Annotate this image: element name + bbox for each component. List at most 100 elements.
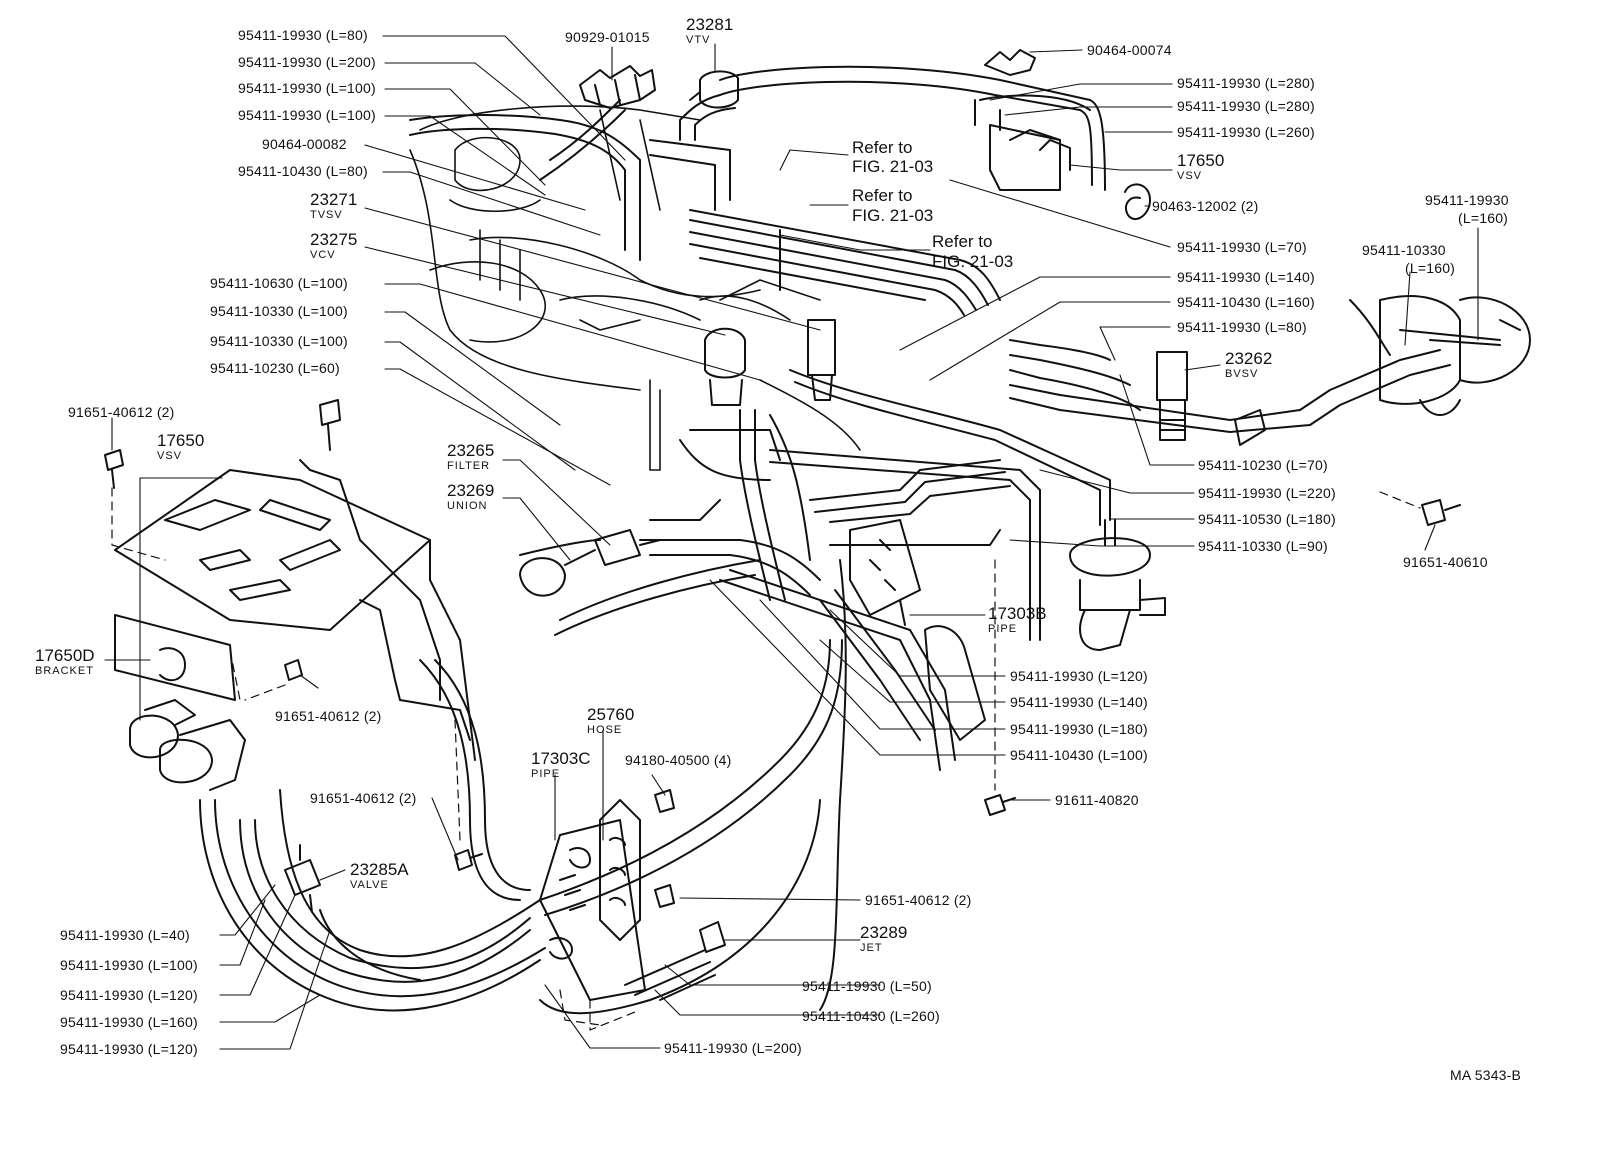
bolt-icons xyxy=(104,399,1461,908)
label-hose-95411-10430-l260: 95411-10430 (L=260) xyxy=(802,1008,940,1024)
label-hose-95411-19930-l100c: 95411-19930 (L=100) xyxy=(60,957,198,973)
label-hose-95411-19930-l160b: 95411-19930 (L=160) xyxy=(60,1014,198,1030)
label-clamp-90463-12002: 90463-12002 (2) xyxy=(1152,198,1259,214)
label-hose-length-l160-a: (L=160) xyxy=(1458,210,1509,226)
label-vcv-number: 23275 xyxy=(310,230,358,249)
label-part-90464-00082: 90464-00082 xyxy=(262,136,347,152)
label-bolt-91651-40612-a: 91651-40612 (2) xyxy=(68,404,175,420)
filter-part xyxy=(594,529,661,566)
pipe-17303c xyxy=(539,819,646,1001)
label-hose-95411-19930-l40: 95411-19930 (L=40) xyxy=(60,927,190,943)
valve-23285a xyxy=(284,844,321,913)
label-hose-95411-10430-l80: 95411-10430 (L=80) xyxy=(238,163,368,179)
label-valve-name: VALVE xyxy=(350,879,389,891)
label-vcv-name: VCV xyxy=(310,249,336,261)
hose-harness-top xyxy=(409,65,1106,316)
label-hose-95411-10430-l100: 95411-10430 (L=100) xyxy=(1010,747,1148,763)
label-bracket-number: 17650D xyxy=(35,646,95,665)
label-hose-95411-19930-l200: 95411-19930 (L=200) xyxy=(238,54,376,70)
dashed-alignment-lines xyxy=(111,487,1421,1031)
label-hose-95411-19930-l120b: 95411-19930 (L=120) xyxy=(60,987,198,1003)
label-union-name: UNION xyxy=(447,500,488,512)
label-vsv-left-number: 17650 xyxy=(157,431,205,450)
label-hose-95411-19930-l80: 95411-19930 (L=80) xyxy=(238,27,368,43)
label-bolt-94180-40500: 94180-40500 (4) xyxy=(625,752,732,768)
label-vsv-left-name: VSV xyxy=(157,450,183,462)
label-hose-95411-19930-l220: 95411-19930 (L=220) xyxy=(1198,485,1336,501)
diaphragm-actuator xyxy=(1379,295,1531,416)
label-jet-name: JET xyxy=(860,942,883,954)
label-bracket-name: BRACKET xyxy=(35,665,94,677)
label-vtv-name: VTV xyxy=(686,34,711,46)
label-clip-90929-01015: 90929-01015 xyxy=(565,29,650,45)
label-pipe-17303c-number: 17303C xyxy=(531,749,591,768)
label-pipe-17303c-name: PIPE xyxy=(531,768,561,780)
bracket-17650d xyxy=(114,614,236,701)
clip-top-right xyxy=(984,49,1036,76)
hose-25760 xyxy=(599,799,641,941)
label-hose-95411-10330-l100b: 95411-10330 (L=100) xyxy=(210,333,348,349)
label-bolt-91651-40610: 91651-40610 xyxy=(1403,554,1488,570)
label-refer-1a: Refer to xyxy=(852,138,913,157)
label-hose-95411-19930-l140a: 95411-19930 (L=140) xyxy=(1177,269,1315,285)
label-refer-3b: FIG. 21-03 xyxy=(932,252,1014,271)
label-pipe-17303b-name: PIPE xyxy=(988,623,1018,635)
label-hose-95411-10430-l160: 95411-10430 (L=160) xyxy=(1177,294,1315,310)
label-hose-95411-19930-l280b: 95411-19930 (L=280) xyxy=(1177,98,1315,114)
pipe-17303b xyxy=(849,519,921,626)
label-hose-95411-10230-l70: 95411-10230 (L=70) xyxy=(1198,457,1328,473)
label-hose-95411-19930-l160-far-right: 95411-19930 xyxy=(1425,192,1509,208)
label-bvsv-number: 23262 xyxy=(1225,349,1273,368)
vsv-top-right xyxy=(974,99,1071,191)
label-bolt-91611-40820: 91611-40820 xyxy=(1055,792,1139,808)
label-valve-number: 23285A xyxy=(350,860,409,879)
label-hose-95411-19930-l280a: 95411-19930 (L=280) xyxy=(1177,75,1315,91)
label-jet-number: 23289 xyxy=(860,923,908,942)
label-hose-length-l160-b: (L=160) xyxy=(1405,260,1456,276)
label-hose-25760-number: 25760 xyxy=(587,705,635,724)
label-hose-95411-10330-l90: 95411-10330 (L=90) xyxy=(1198,538,1328,554)
label-refer-3a: Refer to xyxy=(932,232,993,251)
label-refer-2b: FIG. 21-03 xyxy=(852,206,934,225)
hose-harness-center xyxy=(519,369,1111,641)
label-tvsv-name: TVSV xyxy=(310,209,343,221)
vsv-left-assembly xyxy=(129,699,246,791)
label-clip-90464-00074: 90464-00074 xyxy=(1087,42,1172,58)
engine-block xyxy=(409,105,861,471)
vtv-part xyxy=(689,70,739,109)
label-union-number: 23269 xyxy=(447,481,495,500)
label-hose-95411-10330-l160: 95411-10330 xyxy=(1362,242,1446,258)
label-refer-2a: Refer to xyxy=(852,186,913,205)
label-vsv-right-name: VSV xyxy=(1177,170,1203,182)
clip-part xyxy=(579,65,656,109)
bvsv-bracket xyxy=(1234,409,1266,446)
label-filter-number: 23265 xyxy=(447,441,495,460)
hose-harness-lower-right xyxy=(719,559,956,1011)
label-hose-95411-10630-l100: 95411-10630 (L=100) xyxy=(210,275,348,291)
tvsv-part xyxy=(807,319,836,401)
label-hose-95411-10530-l180: 95411-10530 (L=180) xyxy=(1198,511,1336,527)
diagram-code: MA 5343-B xyxy=(1450,1067,1522,1083)
jet-23289 xyxy=(699,921,726,953)
union-part xyxy=(519,549,596,597)
label-hose-95411-19930-l50: 95411-19930 (L=50) xyxy=(802,978,932,994)
label-hose-95411-10330-l100a: 95411-10330 (L=100) xyxy=(210,303,348,319)
label-hose-95411-19930-l80b: 95411-19930 (L=80) xyxy=(1177,319,1307,335)
label-hose-95411-19930-l100b: 95411-19930 (L=100) xyxy=(238,107,376,123)
label-hose-95411-19930-l70: 95411-19930 (L=70) xyxy=(1177,239,1307,255)
label-filter-name: FILTER xyxy=(447,460,491,472)
label-vtv-number: 23281 xyxy=(686,15,734,34)
label-hose-95411-19930-l260: 95411-19930 (L=260) xyxy=(1177,124,1315,140)
label-hose-95411-19930-l180: 95411-19930 (L=180) xyxy=(1010,721,1148,737)
hose-harness-right xyxy=(1009,299,1501,433)
hose-harness-bottom-center xyxy=(539,639,843,1015)
label-hose-95411-19930-l120a: 95411-19930 (L=120) xyxy=(1010,668,1148,684)
vcv-part xyxy=(704,327,746,406)
leader-lines xyxy=(104,35,1479,1050)
label-hose-95411-19930-l200b: 95411-19930 (L=200) xyxy=(664,1040,802,1056)
label-pipe-17303b-number: 17303B xyxy=(988,604,1047,623)
curved-bracket xyxy=(924,625,986,741)
label-tvsv-number: 23271 xyxy=(310,190,358,209)
egr-valve xyxy=(1069,519,1166,651)
